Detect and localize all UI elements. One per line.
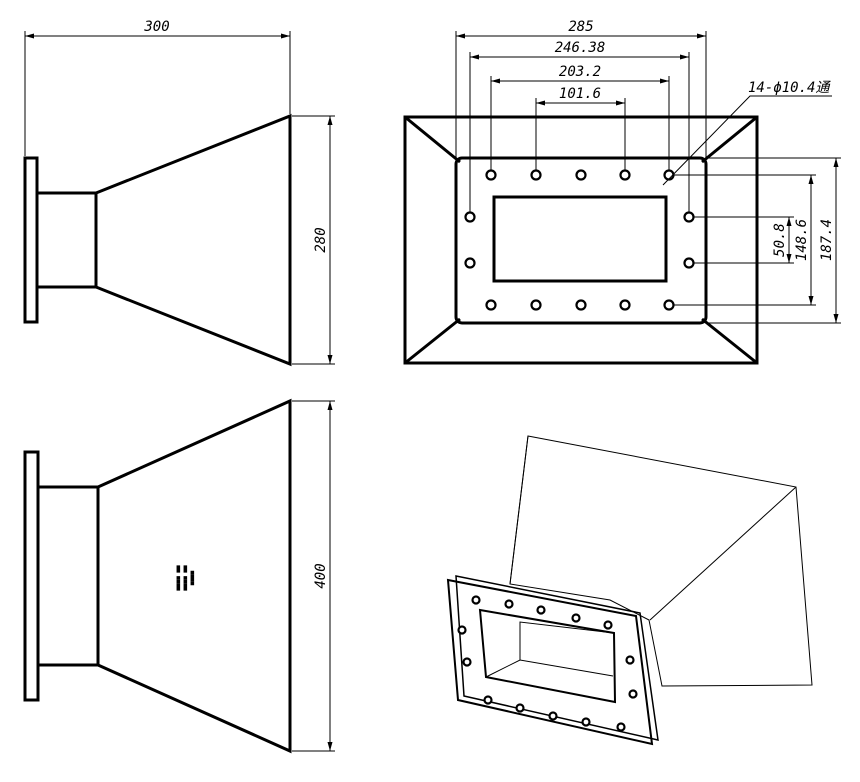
bolt-hole	[464, 257, 476, 269]
horn-surface	[509, 435, 813, 687]
waveguide-section	[38, 485, 100, 667]
bolt-hole	[471, 595, 481, 605]
note-line: ■■■■ ■■	[182, 565, 189, 591]
waveguide-opening	[478, 608, 617, 704]
bolt-hole	[536, 605, 546, 615]
dim-label-285: 285	[568, 19, 593, 35]
bolt-hole	[571, 613, 581, 623]
flange	[23, 450, 40, 702]
bolt-hole	[603, 620, 613, 630]
waveguide-section	[37, 191, 98, 289]
arrow-head	[808, 175, 814, 184]
side-view-top: 300 280	[23, 19, 335, 367]
bolt-hole	[485, 299, 497, 311]
horn-body	[95, 113, 292, 367]
waveguide-aperture	[492, 195, 668, 283]
bolt-hole	[628, 689, 638, 699]
edge	[701, 115, 758, 164]
arrow-head	[327, 742, 333, 751]
bolt-hole	[575, 299, 587, 311]
horn-edge	[649, 486, 797, 621]
bolt-hole	[548, 711, 558, 721]
flange-back	[455, 575, 659, 741]
arrow-head	[25, 33, 34, 39]
arrow-head	[281, 33, 290, 39]
dim-label-187: 187.4	[819, 219, 835, 261]
isometric-view	[446, 435, 813, 746]
inner-edge	[519, 621, 615, 660]
dim-label-101: 101.6	[559, 86, 601, 102]
edge	[404, 317, 461, 365]
bolt-hole	[616, 722, 626, 732]
bolt-hole	[619, 169, 631, 181]
leader-line	[662, 95, 832, 186]
dim-label-246: 246.38	[555, 40, 606, 56]
bolt-hole	[462, 657, 472, 667]
bolt-hole	[504, 599, 514, 609]
arrow-head	[786, 217, 792, 226]
hole-callout: 14-ϕ10.4通	[748, 80, 831, 96]
dim-label-203: 203.2	[559, 64, 601, 80]
bolt-hole	[485, 169, 497, 181]
arrow-head	[680, 54, 689, 60]
arrow-head	[697, 33, 706, 39]
arrow-head	[327, 355, 333, 364]
horn-body	[97, 398, 292, 754]
bolt-hole	[483, 695, 493, 705]
small-note: ■■■■ ■■ ■■■■ ■■ ■■■■	[175, 565, 196, 591]
dim-label-400: 400	[313, 563, 329, 588]
dim-label-50: 50.8	[772, 223, 788, 257]
bolt-hole	[663, 299, 675, 311]
arrow-head	[808, 296, 814, 305]
dim-label-280: 280	[313, 227, 329, 252]
front-view: 285 246.38 203.2 101.6 14-ϕ10.4通 50.8	[403, 19, 841, 365]
bolt-hole	[581, 717, 591, 727]
bolt-hole	[530, 169, 542, 181]
dim-label-300: 300	[143, 19, 169, 35]
arrow-head	[327, 116, 333, 125]
note-line: ■■■■ ■■	[175, 565, 182, 591]
arrow-head	[470, 54, 479, 60]
bolt-hole	[515, 703, 525, 713]
dim-label-148: 148.6	[794, 219, 810, 261]
bolt-hole	[530, 299, 542, 311]
flange	[23, 156, 39, 324]
arrow-head	[456, 33, 465, 39]
horn-mouth	[403, 115, 759, 365]
bolt-hole	[575, 169, 587, 181]
inner-edge	[485, 659, 614, 678]
bolt-holes	[464, 169, 695, 311]
iso-bolt-holes	[457, 595, 638, 732]
side-view-bottom: ■■■■ ■■ ■■■■ ■■ ■■■■ 400	[23, 398, 335, 754]
arrow-head	[660, 78, 669, 84]
arrow-head	[536, 100, 545, 106]
arrow-head	[327, 401, 333, 410]
edge	[404, 115, 461, 164]
note-line: ■■■■	[189, 570, 196, 585]
flange-plate	[454, 156, 708, 325]
bolt-hole	[619, 299, 631, 311]
arrow-head	[491, 78, 500, 84]
edge	[701, 317, 758, 365]
horn-edge	[509, 435, 529, 585]
arrow-head	[833, 158, 839, 167]
bolt-hole	[457, 625, 467, 635]
bolt-hole	[464, 211, 476, 223]
arrow-head	[833, 314, 839, 323]
arrow-head	[616, 100, 625, 106]
bolt-hole	[683, 211, 695, 223]
flange-front	[446, 578, 654, 746]
bolt-hole	[683, 257, 695, 269]
arrow-head	[786, 254, 792, 263]
bolt-hole	[625, 655, 635, 665]
